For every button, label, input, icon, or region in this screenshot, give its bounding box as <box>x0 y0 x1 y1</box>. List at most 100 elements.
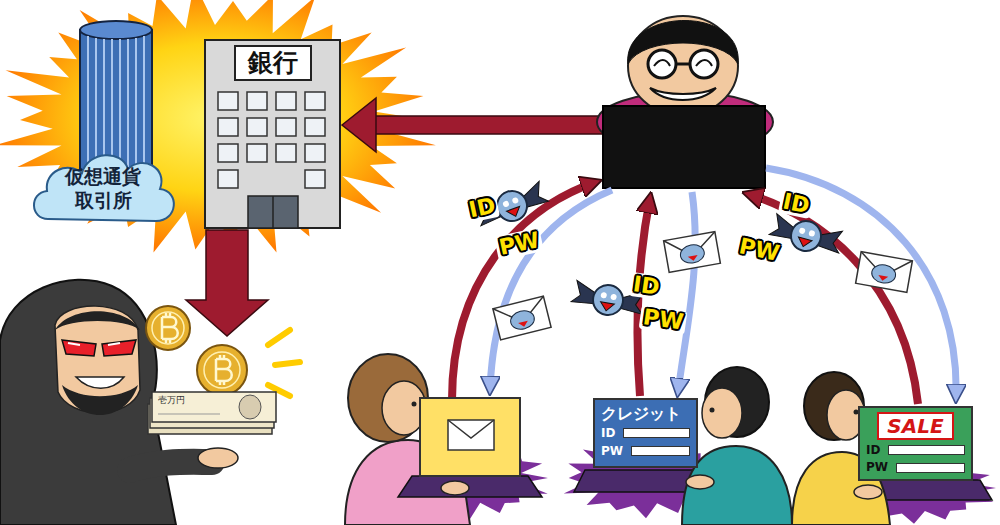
sparkle-lines <box>268 330 290 345</box>
mail-laptop <box>441 481 469 495</box>
field-label: PW <box>601 444 690 458</box>
bitcoin-coin <box>204 352 240 388</box>
stolen-credentials-arrow <box>452 182 596 400</box>
explosion-burst <box>0 0 436 253</box>
bank-facade <box>205 40 340 228</box>
bank-facade <box>272 196 274 228</box>
bat-credential: ID <box>778 189 815 219</box>
man-user <box>682 446 792 525</box>
banknote-text: 壱万円 <box>158 396 185 405</box>
bitcoin-coin <box>162 313 178 343</box>
phishing-envelope <box>679 243 706 265</box>
banknote-stack <box>239 395 261 419</box>
hooded-criminal <box>68 343 120 345</box>
mail-laptop <box>398 398 542 497</box>
screen-title: クレジット <box>601 404 690 423</box>
exchange-name: 仮想通貨 取引所 <box>51 165 155 213</box>
banknote-stack <box>152 392 276 422</box>
mail-laptop <box>398 476 542 497</box>
bank-facade <box>276 144 296 162</box>
hacker-figure <box>654 60 712 66</box>
phishing-envelope <box>856 252 913 293</box>
bitcoin-coin <box>197 345 247 395</box>
credential-bat <box>511 197 519 205</box>
hacker-figure <box>597 16 773 188</box>
sale-screen: SALE ID PW <box>858 406 973 481</box>
phishing-envelope <box>688 255 699 262</box>
hooded-criminal <box>198 448 238 468</box>
bank-facade <box>305 170 325 188</box>
bank-facade <box>276 118 296 136</box>
sparkle-lines <box>268 330 300 396</box>
credential-bat <box>506 206 522 218</box>
bitcoin-coin <box>152 312 184 344</box>
hooded-criminal <box>62 385 138 415</box>
bank-building: 銀行 <box>205 40 340 228</box>
field-label: ID <box>601 426 690 440</box>
phishing-envelope <box>664 232 721 273</box>
hacker-figure <box>628 16 738 116</box>
cloud-outline <box>34 155 174 221</box>
bank-sign: 銀行 <box>234 45 312 81</box>
cashout-arrow <box>186 230 268 336</box>
bank-facade <box>205 40 340 228</box>
bank-facade <box>305 118 325 136</box>
credential-bat <box>599 302 614 312</box>
hooded-criminal <box>62 340 96 356</box>
stolen-credentials-arrow <box>452 182 918 404</box>
bank-facade <box>248 196 298 228</box>
bat-credential: PW <box>734 233 784 266</box>
bat-credential: PW <box>494 227 544 260</box>
theft-arrow <box>372 116 608 134</box>
mail-laptop <box>448 420 494 438</box>
credential-bat <box>799 227 806 234</box>
bat-credential: PW <box>639 305 688 335</box>
phishing-envelope <box>878 275 889 282</box>
theft-arrow <box>342 98 376 152</box>
credential-bat <box>591 283 626 318</box>
phishing-envelope <box>870 263 897 285</box>
phishing-envelope <box>518 321 529 328</box>
exchange-cloud: 仮想通貨 取引所 <box>28 145 178 227</box>
bank-facade <box>305 92 325 110</box>
credential-bat <box>808 230 815 237</box>
office-tower <box>88 36 144 170</box>
cashout-arrow <box>186 230 268 336</box>
hooded-criminal <box>55 311 140 330</box>
credential-bat <box>493 187 531 225</box>
bank-facade <box>247 118 267 136</box>
field-label: ID <box>866 443 965 457</box>
credential-bat <box>502 200 510 208</box>
man-user <box>854 485 882 499</box>
bitcoin-coin <box>146 306 190 350</box>
office-tower <box>80 21 152 39</box>
bank-facade <box>218 118 238 136</box>
bank-facade <box>247 144 267 162</box>
field-label: PW <box>866 460 965 474</box>
man-user <box>686 475 714 489</box>
hacker-figure <box>676 63 690 66</box>
phishing-envelope <box>664 232 721 273</box>
woman-user <box>412 402 417 407</box>
hacker-figure <box>648 50 676 78</box>
banknote-stack <box>158 414 220 415</box>
bank-facade <box>305 144 325 162</box>
sale-badge: SALE <box>877 412 953 440</box>
bitcoin-coin <box>146 306 190 350</box>
phishing-envelope <box>493 296 551 340</box>
credential-bat <box>788 218 825 255</box>
bank-facade <box>276 92 296 110</box>
phishing-envelope <box>493 296 551 340</box>
bank-facade <box>218 144 238 162</box>
phishing-mail-arrow <box>678 192 695 392</box>
credential-bat <box>796 237 812 248</box>
bitcoin-coin <box>216 355 232 385</box>
credit-screen: クレジット ID PW <box>593 398 698 468</box>
credential-bat <box>600 292 607 299</box>
phishing-envelope <box>509 308 537 331</box>
phishing-mail-arrow <box>766 168 956 398</box>
hacker-figure <box>603 106 765 188</box>
phishing-envelope <box>856 252 913 293</box>
hacker-figure <box>650 88 716 100</box>
